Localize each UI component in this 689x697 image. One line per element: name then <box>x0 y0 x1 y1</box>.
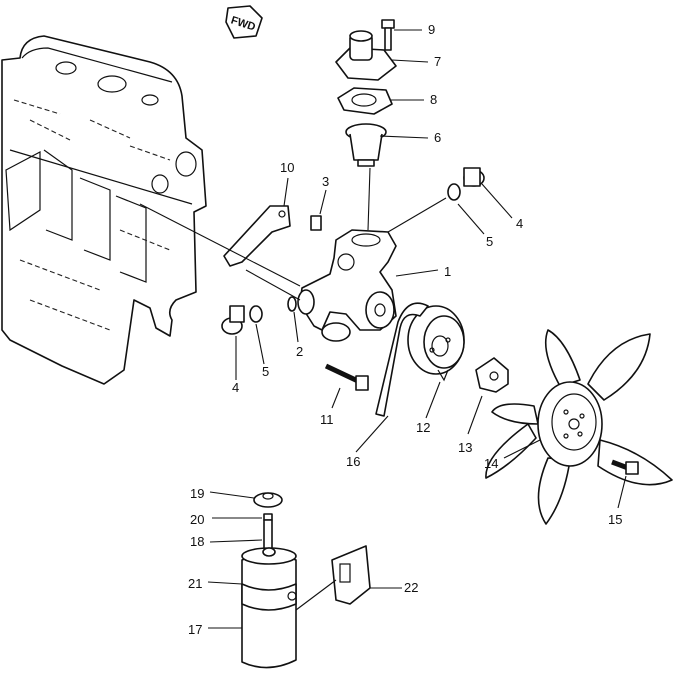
callout-3: 3 <box>322 174 329 189</box>
bolt-11 <box>324 363 369 391</box>
callout-17: 17 <box>188 622 202 637</box>
callout-7: 7 <box>434 54 441 69</box>
plug-4-left <box>221 305 245 335</box>
callout-20: 20 <box>190 512 204 527</box>
band-21 <box>241 583 297 611</box>
water-pump-1 <box>297 229 397 342</box>
o-ring-5-right <box>447 183 461 201</box>
thermostat-cover-7 <box>335 30 397 81</box>
bolt-15 <box>611 459 639 475</box>
bracket-22 <box>331 545 371 605</box>
leader-lines <box>139 29 627 629</box>
plug-4-right <box>463 167 485 187</box>
callout-5-left: 5 <box>262 364 269 379</box>
o-ring-2 <box>287 296 297 312</box>
bolt-9 <box>381 19 395 51</box>
bracket-10 <box>223 205 291 267</box>
callout-9: 9 <box>428 22 435 37</box>
cap-19 <box>253 492 283 508</box>
hose-18 <box>263 519 273 551</box>
spacer-13 <box>475 357 509 393</box>
fan-14 <box>485 329 673 525</box>
clip-20 <box>263 513 273 521</box>
callout-16: 16 <box>346 454 360 469</box>
callout-11: 11 <box>320 412 334 427</box>
callout-13: 13 <box>458 440 472 455</box>
callout-22: 22 <box>404 580 418 595</box>
callout-2: 2 <box>296 344 303 359</box>
callout-6: 6 <box>434 130 441 145</box>
callout-8: 8 <box>430 92 437 107</box>
v-belt-16 <box>375 302 429 417</box>
callout-14: 14 <box>484 456 498 471</box>
callout-4-right: 4 <box>516 216 523 231</box>
callout-5-right: 5 <box>486 234 493 249</box>
callout-12: 12 <box>416 420 430 435</box>
plug-3 <box>310 215 322 231</box>
callout-21: 21 <box>188 576 202 591</box>
callout-15: 15 <box>608 512 622 527</box>
thermostat-6 <box>345 123 387 167</box>
callout-4-left: 4 <box>232 380 239 395</box>
engine-block <box>1 35 207 385</box>
callout-18: 18 <box>190 534 204 549</box>
callout-19: 19 <box>190 486 204 501</box>
o-ring-5-left <box>249 305 263 323</box>
callouts: 9 7 8 6 10 3 4 5 1 2 5 4 11 12 13 16 14 … <box>188 22 622 637</box>
gasket-8 <box>337 87 393 115</box>
callout-1: 1 <box>444 264 451 279</box>
pulley-12 <box>407 305 465 382</box>
fwd-arrow-icon: FWD <box>225 5 263 39</box>
callout-10: 10 <box>280 160 294 175</box>
